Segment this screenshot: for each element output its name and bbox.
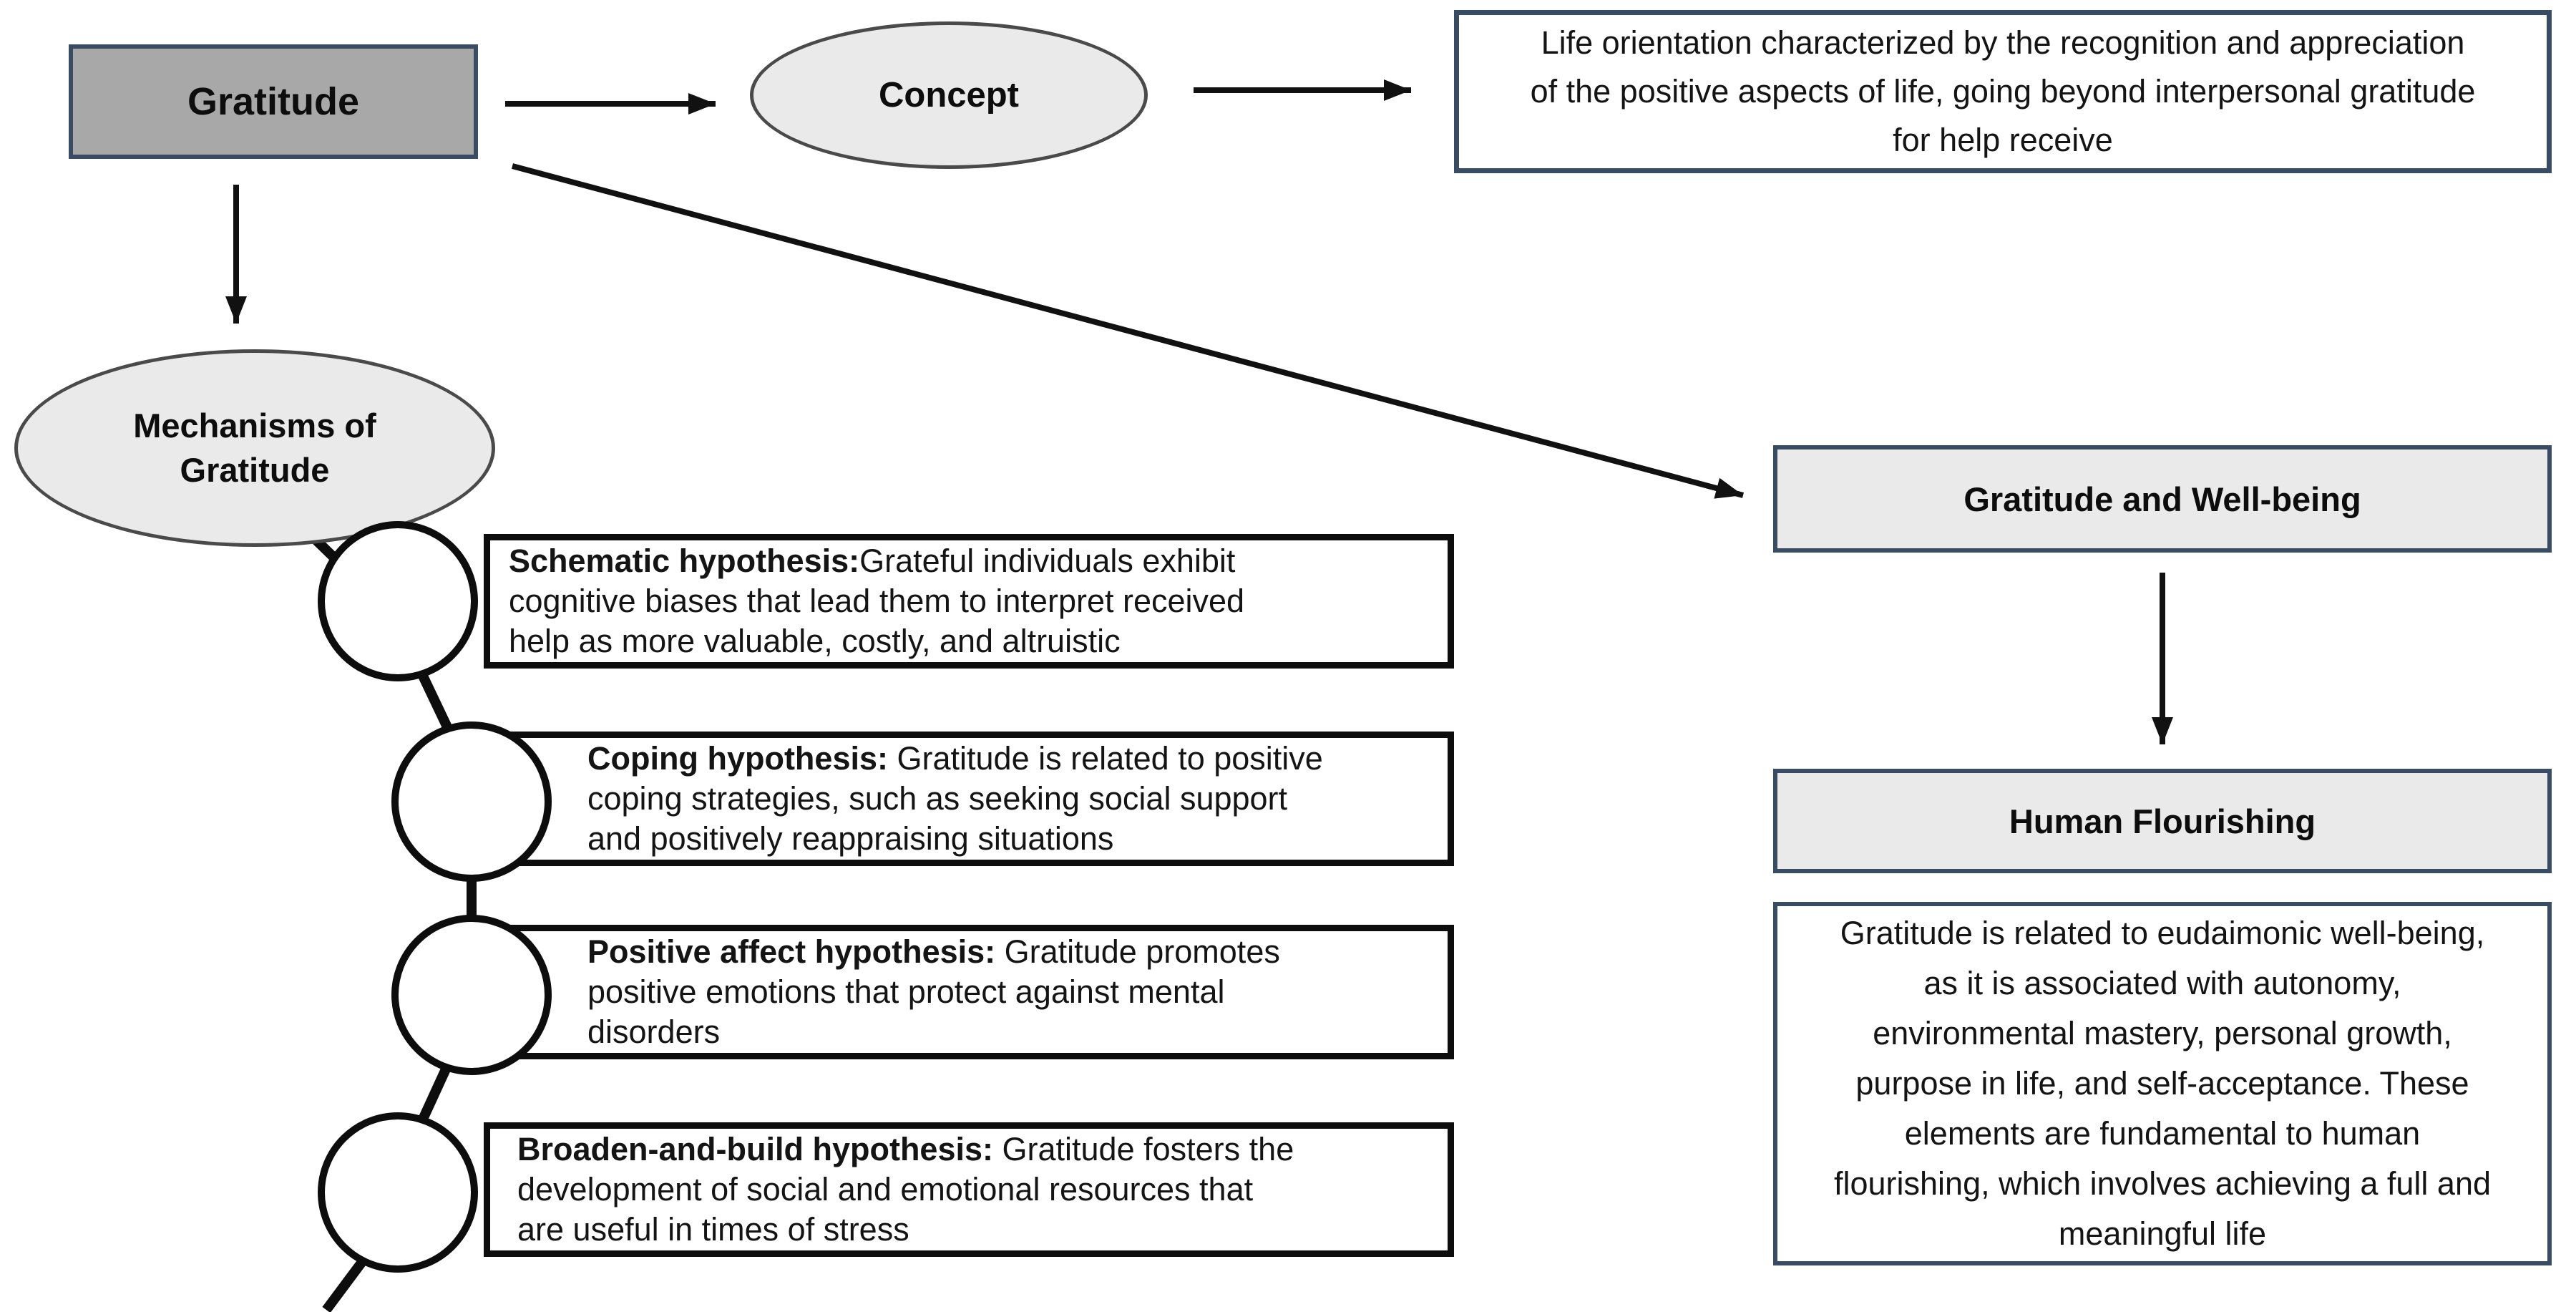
hypothesis-text: Gratitude fosters the <box>993 1131 1294 1167</box>
mechanisms-node-label: Mechanisms of Gratitude <box>133 407 376 489</box>
schematic-hypothesis-box: Schematic hypothesis:Grateful individual… <box>484 534 1454 669</box>
flourishing-definition-box: Gratitude is related to eudaimonic well-… <box>1773 902 2552 1265</box>
concept-node: Concept <box>750 21 1148 169</box>
broaden-and-build-hypothesis-box: Broaden-and-build hypothesis: Gratitude … <box>484 1122 1454 1257</box>
hypothesis-text: Gratitude is related to positive <box>888 740 1323 777</box>
arrow-gratitude-to-wellbeing <box>511 163 1745 499</box>
hypothesis-line: coping strategies, such as seeking socia… <box>587 780 1288 817</box>
definition-line: as it is associated with autonomy, <box>1923 965 2401 1001</box>
hypothesis-line: and positively reappraising situations <box>587 820 1114 857</box>
hypothesis-line: positive emotions that protect against m… <box>587 973 1225 1010</box>
wellbeing-node-label: Gratitude and Well-being <box>1963 480 2361 518</box>
gratitude-node-label: Gratitude <box>187 80 360 123</box>
definition-line: Gratitude is related to eudaimonic well-… <box>1840 915 2485 951</box>
positive-affect-hypothesis-box: Positive affect hypothesis: Gratitude pr… <box>484 925 1454 1059</box>
chain-circle <box>391 721 552 882</box>
chain-link-c1-c2 <box>416 669 454 734</box>
definition-line: Life orientation characterized by the re… <box>1541 24 2465 61</box>
hypothesis-title: Broaden-and-build hypothesis: <box>517 1131 994 1167</box>
hypothesis-title: Coping hypothesis: <box>587 740 888 777</box>
wellbeing-node: Gratitude and Well-being <box>1773 445 2552 553</box>
coping-hypothesis-box: Coping hypothesis: Gratitude is related … <box>484 732 1454 866</box>
flourishing-node: Human Flourishing <box>1773 769 2552 873</box>
definition-line: elements are fundamental to human <box>1904 1115 2421 1152</box>
hypothesis-line: development of social and emotional reso… <box>517 1171 1254 1207</box>
hypothesis-line: disorders <box>587 1014 721 1050</box>
chain-circle <box>318 521 478 681</box>
chain-circle <box>318 1112 478 1273</box>
hypothesis-line: Schematic hypothesis:Grateful individual… <box>509 541 1433 581</box>
gratitude-node: Gratitude <box>69 44 478 159</box>
definition-line: for help receive <box>1893 122 2113 158</box>
hypothesis-line: Broaden-and-build hypothesis: Gratitude … <box>517 1129 1433 1170</box>
hypothesis-line: Positive affect hypothesis: Gratitude pr… <box>587 932 1433 972</box>
chain-link-c4-tail <box>322 1258 366 1312</box>
chain-link-c3-c4 <box>416 1061 454 1126</box>
definition-line: meaningful life <box>2058 1215 2267 1252</box>
concept-definition-box: Life orientation characterized by the re… <box>1454 10 2552 173</box>
definition-line: purpose in life, and self-acceptance. Th… <box>1855 1065 2469 1102</box>
definition-line: environmental mastery, personal growth, <box>1873 1015 2452 1051</box>
hypothesis-line: help as more valuable, costly, and altru… <box>509 623 1121 659</box>
hypothesis-text: Gratitude promotes <box>995 933 1280 970</box>
concept-node-label: Concept <box>879 76 1019 115</box>
chain-circle <box>391 915 552 1075</box>
hypothesis-title: Positive affect hypothesis: <box>587 933 996 970</box>
hypothesis-title: Schematic hypothesis: <box>509 543 860 579</box>
definition-line: of the positive aspects of life, going b… <box>1530 73 2476 110</box>
hypothesis-line: Coping hypothesis: Gratitude is related … <box>587 739 1433 779</box>
definition-line: flourishing, which involves achieving a … <box>1833 1165 2492 1202</box>
hypothesis-line: cognitive biases that lead them to inter… <box>509 583 1245 619</box>
flourishing-node-label: Human Flourishing <box>2009 802 2316 840</box>
mechanisms-node: Mechanisms of Gratitude <box>14 349 495 547</box>
hypothesis-text: Grateful individuals exhibit <box>859 543 1236 579</box>
hypothesis-line: are useful in times of stress <box>517 1211 909 1248</box>
